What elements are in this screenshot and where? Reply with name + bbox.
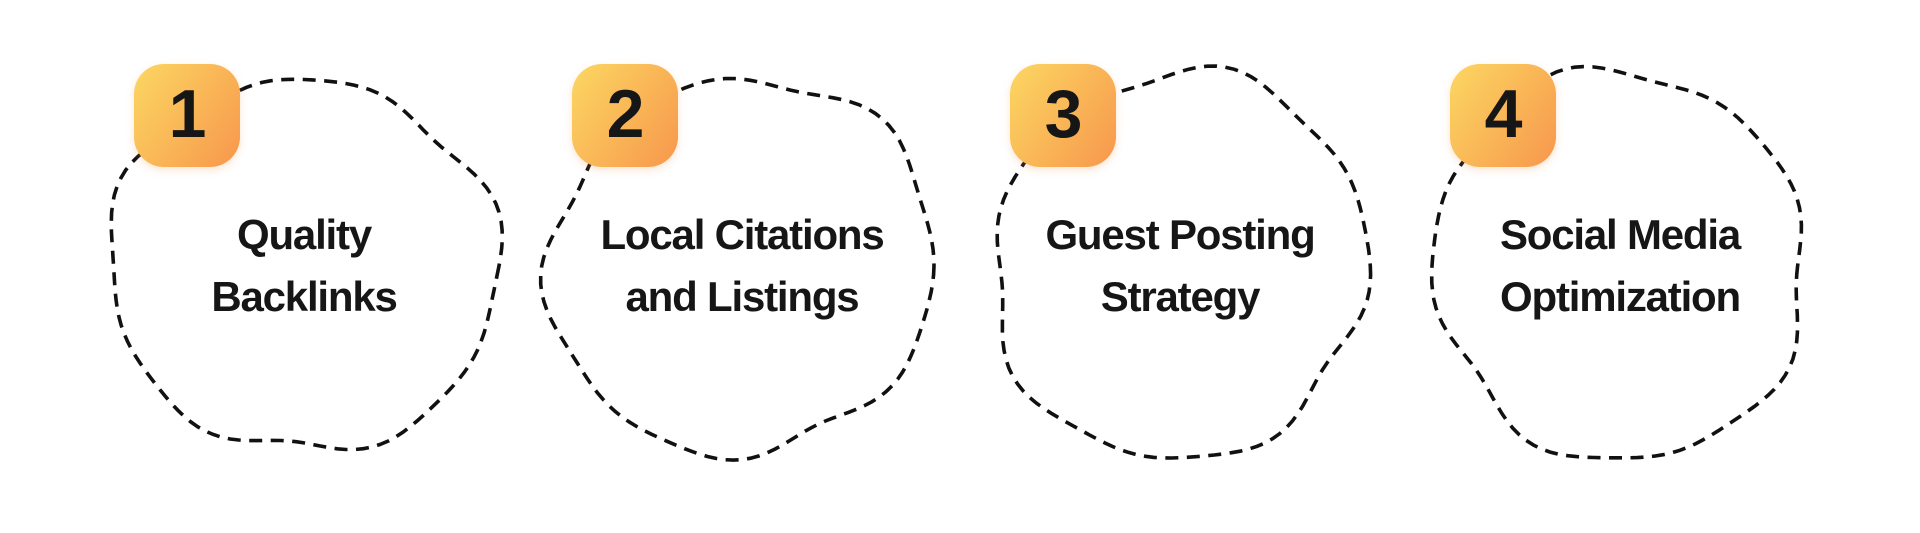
step-card-2: 2 Local Citations and Listings [522,0,962,533]
step-number-badge: 2 [572,64,678,167]
blob-outline-1 [109,77,505,452]
step-label: Social Media Optimization [1499,211,1741,320]
step-label: Local Citations and Listings [600,211,884,320]
step-number: 3 [1044,75,1083,152]
step-label: Guest Posting Strategy [1045,211,1315,320]
blob-outline-2 [538,76,936,462]
step-number-badge: 3 [1010,64,1116,167]
step-number-badge: 1 [134,64,240,167]
step-number: 1 [168,75,207,152]
step-card-1: 1 Quality Backlinks [84,0,524,533]
step-card-4: 4 Social Media Optimization [1400,0,1840,533]
blob-outline-3 [995,64,1373,460]
step-card-3: 3 Guest Posting Strategy [960,0,1400,533]
step-number: 4 [1484,75,1523,152]
step-number: 2 [606,75,645,152]
step-number-badge: 4 [1450,64,1556,167]
step-label: Quality Backlinks [211,211,398,320]
blob-outline-4 [1429,64,1804,460]
